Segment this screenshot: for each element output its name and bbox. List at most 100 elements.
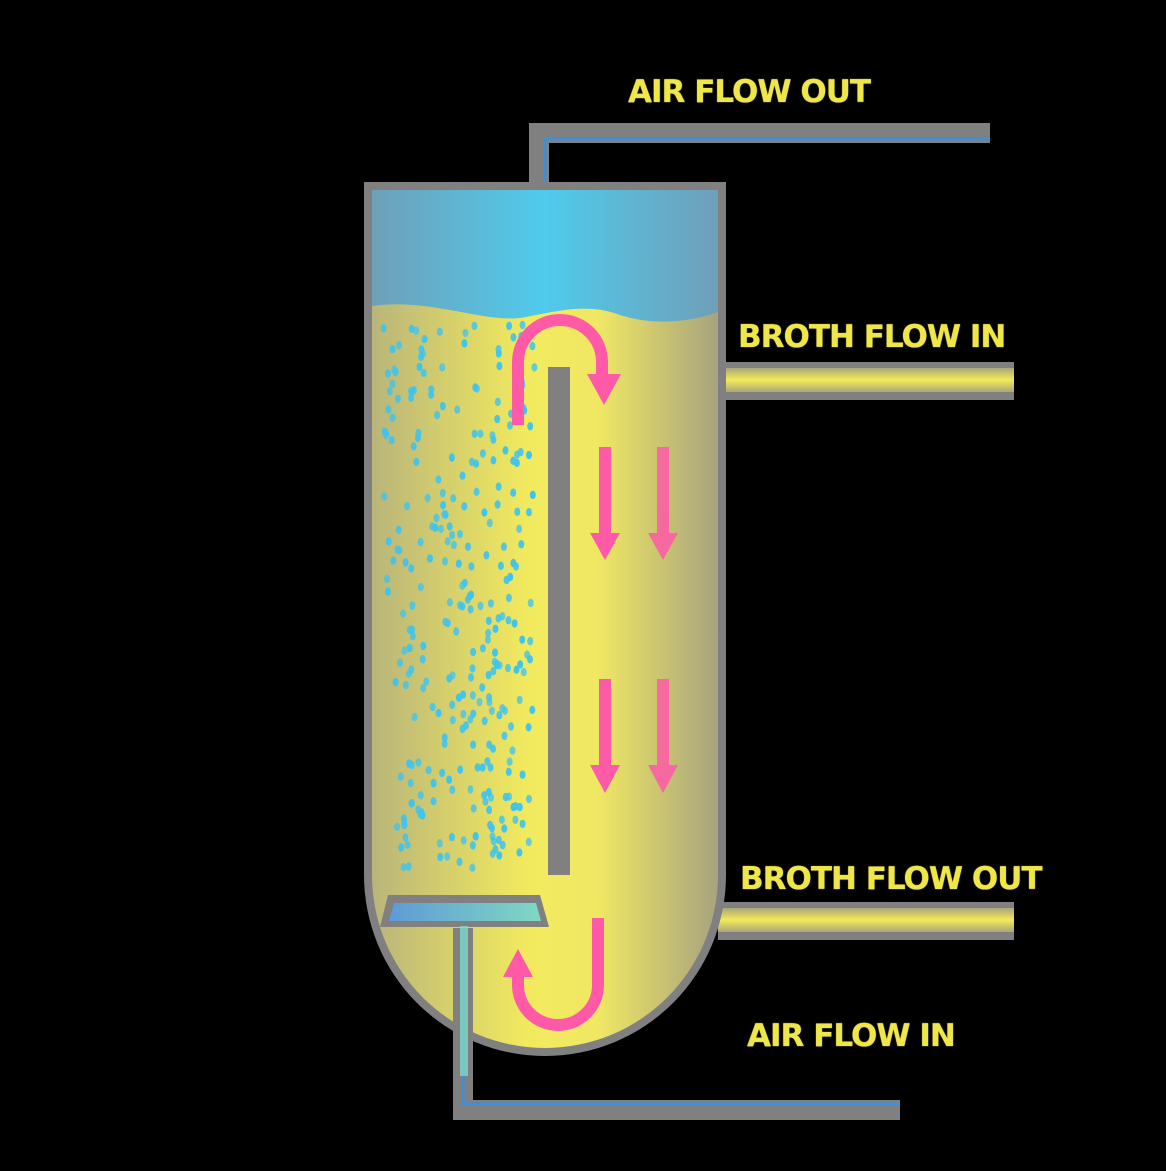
air-bubble-icon	[418, 345, 425, 354]
air-bubble-icon	[485, 616, 492, 626]
air-bubble-icon	[511, 619, 518, 628]
air-bubble-icon	[389, 345, 396, 354]
air-bubble-icon	[398, 843, 405, 852]
flow-arrow-icon	[590, 679, 620, 793]
air-bubble-icon	[514, 507, 521, 516]
air-bubble-icon	[496, 361, 503, 371]
air-bubble-icon	[505, 593, 512, 603]
air-bubble-icon	[454, 405, 461, 414]
air-bubble-icon	[389, 413, 396, 423]
air-bubble-icon	[527, 422, 534, 431]
air-bubble-icon	[386, 387, 393, 396]
air-bubble-icon	[496, 661, 503, 670]
air-bubble-icon	[473, 459, 480, 468]
air-bubble-icon	[488, 706, 495, 715]
air-bubble-icon	[405, 862, 412, 871]
air-bubble-icon	[448, 453, 455, 462]
air-bubble-icon	[410, 386, 417, 395]
air-bubble-icon	[506, 321, 513, 331]
air-bubble-icon	[394, 394, 401, 403]
air-bubble-icon	[409, 799, 415, 808]
air-bubble-icon	[385, 405, 392, 414]
air-bubble-icon	[526, 794, 532, 804]
air-bubble-icon	[450, 540, 457, 550]
air-bubble-icon	[420, 641, 427, 651]
air-bubble-icon	[471, 429, 478, 438]
air-bubble-icon	[502, 706, 509, 715]
air-bubble-icon	[520, 667, 527, 677]
air-bubble-icon	[514, 450, 520, 459]
air-bubble-icon	[395, 525, 402, 534]
air-bubble-icon	[436, 327, 443, 336]
air-bubble-icon	[444, 852, 451, 861]
air-bubble-icon	[401, 646, 408, 655]
air-bubble-icon	[470, 804, 477, 813]
air-bubble-icon	[489, 849, 496, 858]
air-bubble-icon	[494, 500, 501, 509]
vessel	[364, 182, 726, 1056]
air-bubble-icon	[496, 851, 503, 860]
flow-arrow-icon	[503, 918, 604, 1031]
air-bubble-icon	[474, 763, 481, 772]
flow-arrow-icon	[648, 447, 678, 560]
air-bubble-icon	[477, 601, 484, 611]
air-bubble-icon	[519, 819, 526, 829]
air-bubble-icon	[495, 345, 502, 354]
air-bubble-icon	[438, 524, 444, 534]
air-bubble-icon	[519, 770, 526, 779]
air-bubble-icon	[440, 501, 447, 510]
air-bubble-icon	[505, 767, 512, 776]
air-bubble-icon	[439, 768, 446, 778]
air-bubble-icon	[499, 840, 506, 850]
air-bubble-icon	[406, 643, 413, 653]
air-bubble-icon	[531, 363, 538, 372]
air-bubble-icon	[484, 757, 491, 766]
air-bubble-icon	[450, 494, 457, 503]
air-bubble-icon	[394, 545, 401, 554]
air-bubble-icon	[505, 616, 512, 625]
air-bubble-icon	[449, 716, 456, 725]
air-bubble-icon	[506, 792, 512, 801]
air-bubble-icon	[519, 320, 526, 330]
air-bubble-icon	[435, 475, 442, 484]
air-bubble-icon	[470, 740, 477, 749]
air-bubble-icon	[439, 363, 446, 372]
air-bubble-icon	[415, 428, 422, 438]
air-bubble-icon	[479, 644, 486, 653]
air-bubble-icon	[389, 379, 396, 389]
sparger-icon	[380, 895, 900, 1120]
air-bubble-icon	[472, 832, 479, 841]
air-bubble-icon	[486, 805, 493, 815]
air-bubble-icon	[402, 833, 409, 842]
air-bubble-icon	[486, 740, 493, 749]
air-bubble-icon	[525, 723, 532, 732]
air-bubble-icon	[494, 397, 501, 407]
air-bubble-icon	[420, 684, 427, 693]
air-bubble-icon	[396, 341, 402, 350]
air-bubble-icon	[453, 627, 460, 636]
air-bubbles	[380, 320, 538, 872]
air-bubble-icon	[385, 537, 392, 546]
air-bubble-icon	[486, 693, 493, 702]
air-bubble-icon	[424, 493, 431, 503]
air-bubble-icon	[429, 702, 436, 712]
air-bubble-icon	[397, 658, 403, 667]
air-bubble-icon	[529, 341, 536, 351]
air-bubble-icon	[457, 765, 464, 774]
air-bubble-icon	[406, 759, 413, 768]
air-bubble-icon	[415, 758, 422, 767]
air-bubble-icon	[470, 709, 477, 718]
air-bubble-icon	[481, 508, 488, 517]
air-bubble-icon	[502, 446, 509, 455]
air-bubble-icon	[527, 598, 534, 608]
air-bubble-icon	[457, 601, 464, 610]
air-bubble-icon	[519, 635, 526, 644]
air-bubble-icon	[507, 421, 513, 430]
air-bubble-icon	[428, 385, 435, 394]
air-bubble-icon	[413, 457, 420, 466]
air-bubble-icon	[417, 537, 424, 547]
air-bubble-icon	[487, 599, 494, 608]
air-bubble-icon	[527, 636, 534, 646]
flow-arrow-icon	[648, 679, 678, 793]
